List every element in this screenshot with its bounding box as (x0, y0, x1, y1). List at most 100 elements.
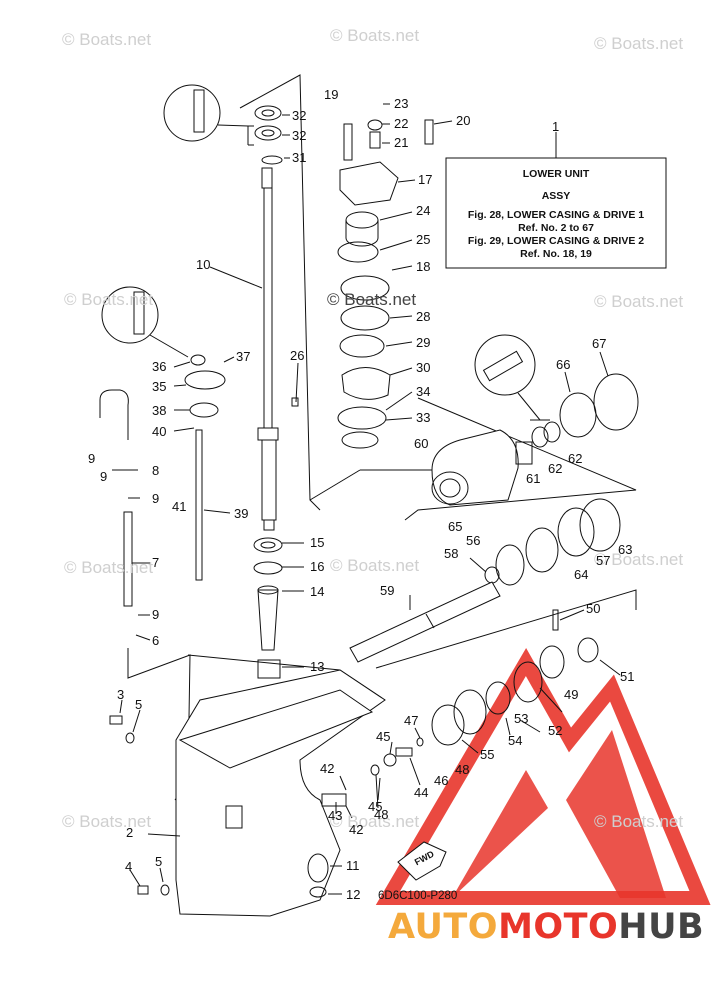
callout-label: 63 (618, 542, 633, 557)
callout-label: 61 (526, 471, 541, 486)
callout-label: 60 (414, 436, 429, 451)
callout-label: 52 (548, 723, 563, 738)
info-box-ref-3: Fig. 29, LOWER CASING & DRIVE 2 (467, 235, 645, 247)
callout-label: 4 (125, 859, 133, 874)
propeller-shaft (349, 581, 501, 663)
callout-label: 64 (574, 567, 589, 582)
watermark-text: © Boats.net (594, 812, 684, 831)
callout-label: 10 (196, 257, 211, 272)
water-pump (337, 119, 434, 449)
callout-label: 28 (416, 309, 431, 324)
callout-label: 16 (310, 559, 325, 574)
callout-label: 51 (620, 669, 635, 684)
callout-label: 43 (328, 808, 343, 823)
brand-part-3: HUB (618, 907, 705, 947)
lower-casing (175, 669, 386, 917)
callout-label: 19 (324, 87, 339, 102)
callout-label: 45 (376, 729, 391, 744)
info-box-ref-2: Ref. No. 2 to 67 (518, 222, 594, 234)
callout-label: 2 (126, 825, 134, 840)
watermark-text: © Boats.net (594, 292, 684, 311)
callout-label: 62 (568, 451, 583, 466)
callout-label: 44 (414, 785, 429, 800)
callout-label: 31 (292, 150, 307, 165)
callout-label: 9 (152, 607, 160, 622)
watermark-text: © Boats.net (327, 290, 417, 309)
watermark-text: © Boats.net (64, 558, 154, 577)
watermark-text: © Boats.net (594, 34, 684, 53)
brand-part-2: MOTO (498, 907, 619, 947)
callout-label: 45 (368, 799, 383, 814)
callout-label: 54 (508, 733, 523, 748)
diagram-code: 6D6C100-P280 (378, 890, 458, 902)
callout-label: 47 (404, 713, 419, 728)
callout-label: 25 (416, 232, 431, 247)
info-box-title-2: ASSY (541, 190, 571, 202)
callout-label: 40 (152, 424, 167, 439)
watermark-text: © Boats.net (64, 290, 154, 309)
callout-label: 49 (564, 687, 579, 702)
info-box-title-1: LOWER UNIT (522, 168, 590, 180)
callout-label: 22 (394, 116, 409, 131)
callout-label: 7 (152, 555, 160, 570)
drive-shaft (257, 167, 279, 531)
callout-label: 18 (416, 259, 431, 274)
callout-label: 48 (455, 762, 470, 777)
watermark-text: © Boats.net (62, 812, 152, 831)
callout-label: 17 (418, 172, 433, 187)
watermark-text: © Boats.net (330, 812, 420, 831)
callout-label: 34 (416, 384, 431, 399)
callout-label: 29 (416, 335, 431, 350)
callout-label: 5 (155, 854, 163, 869)
callout-label: 41 (172, 499, 187, 514)
logo-triangle (375, 647, 711, 905)
callout-label: 65 (448, 519, 463, 534)
callout-label: 11 (346, 858, 360, 873)
brand-part-1: AUTO (388, 907, 499, 947)
info-box-callout: 1 (552, 119, 560, 134)
frame-line-left (239, 74, 321, 511)
callout-label: 13 (310, 659, 325, 674)
callout-label: 6 (152, 633, 160, 648)
callout-label: 55 (480, 747, 495, 762)
callout-label: 23 (394, 96, 409, 111)
callout-label: 15 (310, 535, 325, 550)
callout-label: 24 (416, 203, 431, 218)
callout-label: 5 (135, 697, 143, 712)
callout-label: 30 (416, 360, 431, 375)
callout-label: 12 (346, 887, 361, 902)
callout-label: 67 (592, 336, 607, 351)
callout-label: 56 (466, 533, 481, 548)
watermark-text: © Boats.net (62, 30, 152, 49)
callout-label: 21 (394, 135, 409, 150)
info-box-frame (445, 157, 667, 269)
callout-label: 3 (117, 687, 125, 702)
info-box-ref-1: Fig. 28, LOWER CASING & DRIVE 1 (467, 209, 645, 221)
callout-label: 8 (152, 463, 160, 478)
callout-label: 62 (548, 461, 563, 476)
callout-label: 42 (320, 761, 335, 776)
callout-label: 39 (234, 506, 249, 521)
brand-logo: AUTOMOTOHUB (388, 907, 704, 947)
callout-label: 9 (152, 491, 160, 506)
callout-label: 53 (514, 711, 529, 726)
callout-label: 48 (374, 807, 389, 822)
callout-label: 9 (100, 469, 108, 484)
callout-label: 58 (444, 546, 459, 561)
callout-label: 66 (556, 357, 571, 372)
watermark-text: © Boats.net (594, 550, 684, 569)
callout-label: 38 (152, 403, 167, 418)
callout-label: 32 (292, 108, 307, 123)
info-box-ref-4: Ref. No. 18, 19 (520, 248, 592, 260)
callout-label: 32 (292, 128, 307, 143)
callout-label: 59 (380, 583, 395, 598)
callout-label: 14 (310, 584, 325, 599)
callout-label: 9 (88, 451, 96, 466)
callout-label: 46 (434, 773, 449, 788)
callout-label: 20 (456, 113, 471, 128)
watermark-text: © Boats.net (330, 556, 420, 575)
callout-label: 57 (596, 553, 611, 568)
callout-label: 42 (349, 822, 364, 837)
callout-label: 36 (152, 359, 167, 374)
